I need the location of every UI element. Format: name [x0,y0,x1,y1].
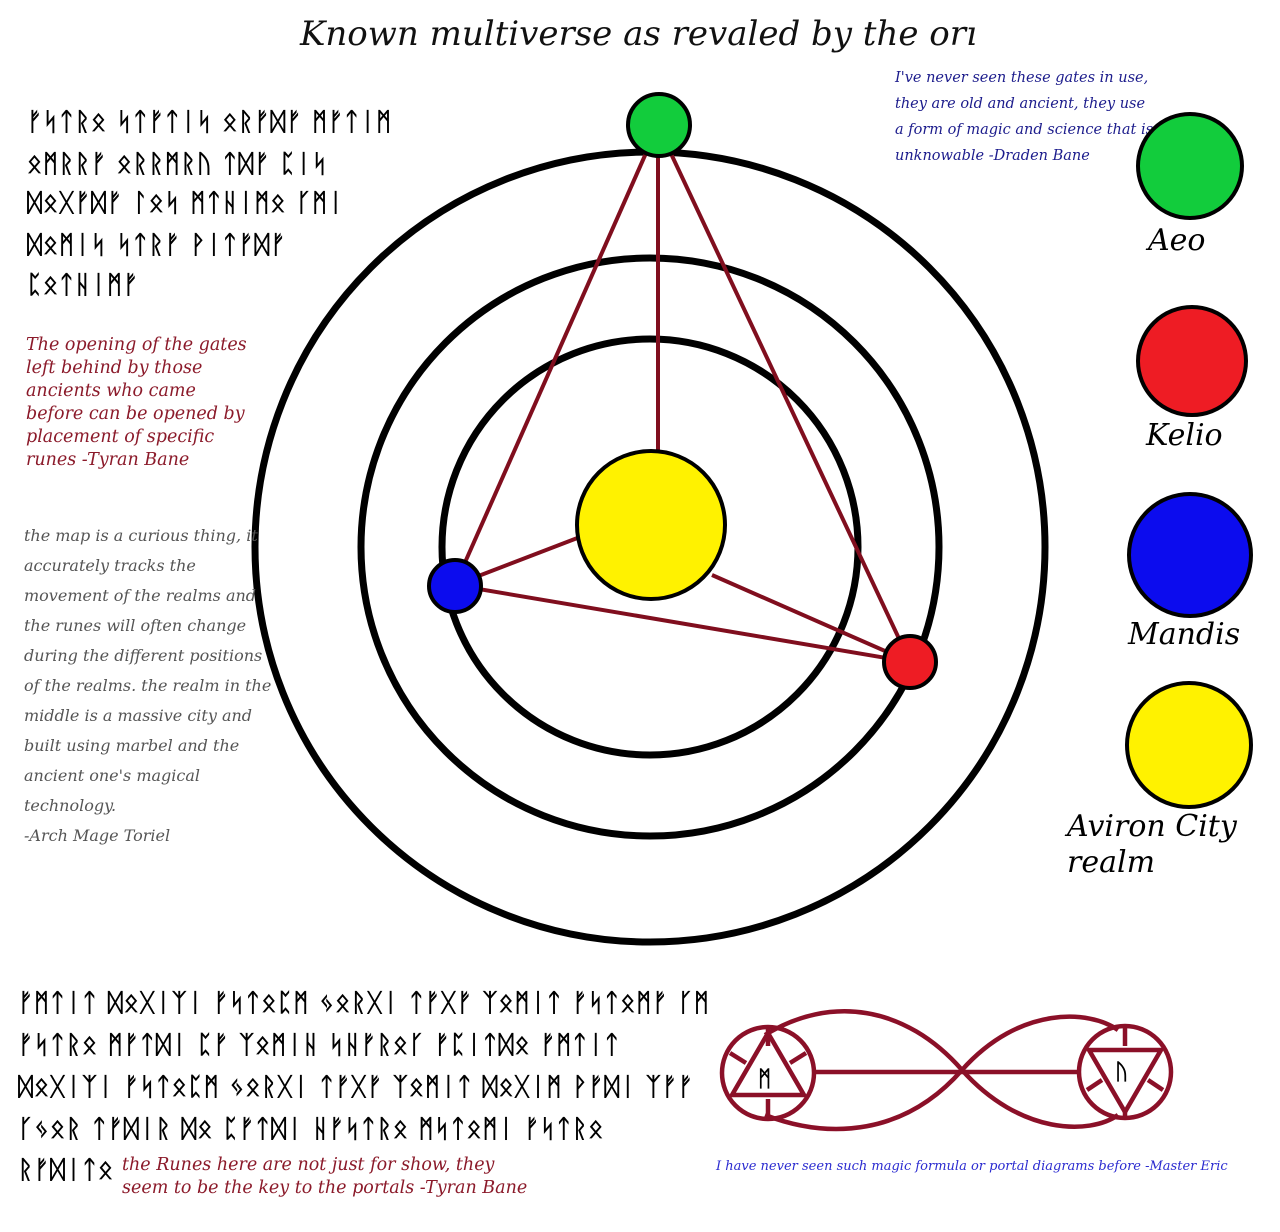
realm-kelio [882,634,938,690]
legend-swatch-kelio [1136,305,1248,417]
note-line: built using marbel and the [24,736,239,755]
rune-line: ᛞᛟᚷᚠᛞᚠ ᛚᛟᛋ ᛗᛏᚺᛁᛗᛟ ᚴᛗᛁ [27,188,344,217]
note-line: left behind by those [26,358,202,378]
link-aeo-kelio [656,125,912,663]
rune-line: ᛞᛟᛗᛁᛋ ᛋᛏᚱᚠ ᚹᛁᛏᚠᛞᚠ [27,230,286,259]
rune-line: ᛈᛟᛏᚺᛁᛗᚠ [27,270,139,299]
legend-label-aviron-city: Aviron City [1064,809,1238,844]
link-mandis-kelio [454,583,911,664]
portal-rune-right: ᚢ [1115,1060,1128,1085]
note-line: of the realms. the realm in the [24,676,271,695]
note-line: the Runes here are not just for show, th… [122,1155,496,1175]
link-aeo-mandis [453,125,660,586]
legend-swatch-aviron-city [1125,681,1253,809]
note-draden-bane: I've never seen these gates in use, they… [894,70,1153,164]
realm-mandis [427,558,483,614]
rune-line: ᚠᛋᛏᚱᛟ ᛋᛏᚠᛏᛁᛋ ᛟᚱᚠᛞᚠ ᛗᚠᛏᛁᛗ [27,107,392,136]
note-line: before can be opened by [26,404,246,424]
rune-block-top: ᚠᛋᛏᚱᛟ ᛋᛏᚠᛏᛁᛋ ᛟᚱᚠᛞᚠ ᛗᚠᛏᛁᛗ ᛟᛗᚱᚱᚠ ᛟᚱᚱᛗᚱᚢ ᛏᛞ… [27,107,392,299]
note-line: ancients who came [26,381,196,401]
seal-triangle [728,1028,808,1098]
note-line: runes -Tyran Bane [26,450,189,470]
portal-seal-right: ᚢ [1076,1023,1174,1121]
rune-block-bottom: ᚠᛗᛏᛁᛏ ᛞᛟᚷᛁᛉᛁ ᚠᛋᛏᛟᛈᛗ ᛃᛟᚱᚷᛁ ᛏᚠᚷᚠ ᛉᛟᛗᛁᛏ ᚠᛋᛏ… [18,988,710,1184]
note-line: middle is a massive city and [24,706,252,725]
realm-links [453,125,912,664]
seal-tick [1085,1078,1104,1092]
rune-line: ᚠᛗᛏᛁᛏ ᛞᛟᚷᛁᛉᛁ ᚠᛋᛏᛟᛈᛗ ᛃᛟᚱᚷᛁ ᛏᚠᚷᚠ ᛉᛟᛗᛁᛏ ᚠᛋᛏ… [18,988,710,1017]
note-line: accurately tracks the [24,556,196,575]
note-line: placement of specific [26,427,214,447]
note-line: I've never seen these gates in use, [894,70,1148,86]
note-line: they are old and ancient, they use [895,96,1145,112]
legend-label-kelio: Kelio [1145,418,1223,453]
legend-swatch-mandis [1127,492,1253,618]
note-arch-mage-toriel: the map is a curious thing, it accuratel… [24,526,271,845]
note-line: a form of magic and science that is [895,122,1153,138]
note-master-eric: I have never seen such magic formula or … [715,1159,1228,1174]
portal-seal-left: ᛗ [719,1024,817,1122]
note-tyran-bane-runes: the Runes here are not just for show, th… [122,1155,527,1198]
rune-line: ᚴᛃᛟᚱ ᛏᚠᛞᛁᚱ ᛞᛟ ᛈᚠᛏᛞᛁ ᚺᚠᛋᛏᚱᛟ ᛗᛋᛏᛟᛗᛁ ᚠᛋᛏᚱᛟ [18,1114,604,1143]
note-tyran-bane-gates: The opening of the gates left behind by … [26,335,247,470]
note-line: the runes will often change [24,616,246,635]
note-line: The opening of the gates [26,335,247,355]
rune-line: ᛟᛗᚱᚱᚠ ᛟᚱᚱᛗᚱᚢ ᛏᛞᚠ ᛈᛁᛋ [27,149,328,178]
note-line: ancient one's magical [24,766,200,785]
note-line: unknowable -Draden Bane [895,148,1090,164]
rune-line: ᚠᛋᛏᚱᛟ ᛗᚠᛏᛞᛁ ᛈᚠ ᛉᛟᛗᛁᚺ ᛋᚺᚠᚱᛟᚴ ᚠᛈᛁᛏᛞᛟ ᚠᛗᛏᛁᛏ [18,1030,620,1059]
legend-swatch-aeo [1136,112,1244,220]
link-kelio-aviron [711,573,911,664]
legend: Aeo Kelio Mandis Aviron City realm [1064,112,1253,880]
portal-diagram: ᛗ ᚢ [719,1009,1174,1132]
portal-loop-upper-left [763,1009,1120,1129]
legend-label-aeo: Aeo [1145,223,1205,258]
portal-rune-left: ᛗ [758,1067,771,1092]
legend-label-aviron-realm: realm [1067,845,1155,880]
note-line: seem to be the key to the portals -Tyran… [122,1178,527,1198]
note-line: during the different positions [24,646,262,665]
rune-line: ᛞᛟᚷᛁᛉᛁ ᚠᛋᛏᛟᛈᛗ ᛃᛟᚱᚷᛁ ᛏᚠᚷᚠ ᛉᛟᛗᛁᛏ ᛞᛟᚷᛁᛗ ᚹᚠᛞ… [18,1072,694,1101]
seal-triangle [1085,1047,1165,1117]
note-line: the map is a curious thing, it [24,526,258,545]
realm-aeo [626,92,692,158]
page-title: Known multiverse as revaled by the orı [299,14,977,54]
note-line: movement of the realms and [24,586,256,605]
note-line: technology. [24,796,116,815]
legend-label-mandis: Mandis [1127,617,1240,652]
seal-tick [1146,1078,1165,1092]
note-line: -Arch Mage Toriel [24,826,170,845]
middle-ring [357,254,943,840]
seal-tick [728,1051,748,1065]
rune-line: ᚱᚠᛞᛁᛏᛟ [18,1155,114,1184]
seal-tick [788,1051,808,1065]
realm-aviron-city [575,449,727,601]
